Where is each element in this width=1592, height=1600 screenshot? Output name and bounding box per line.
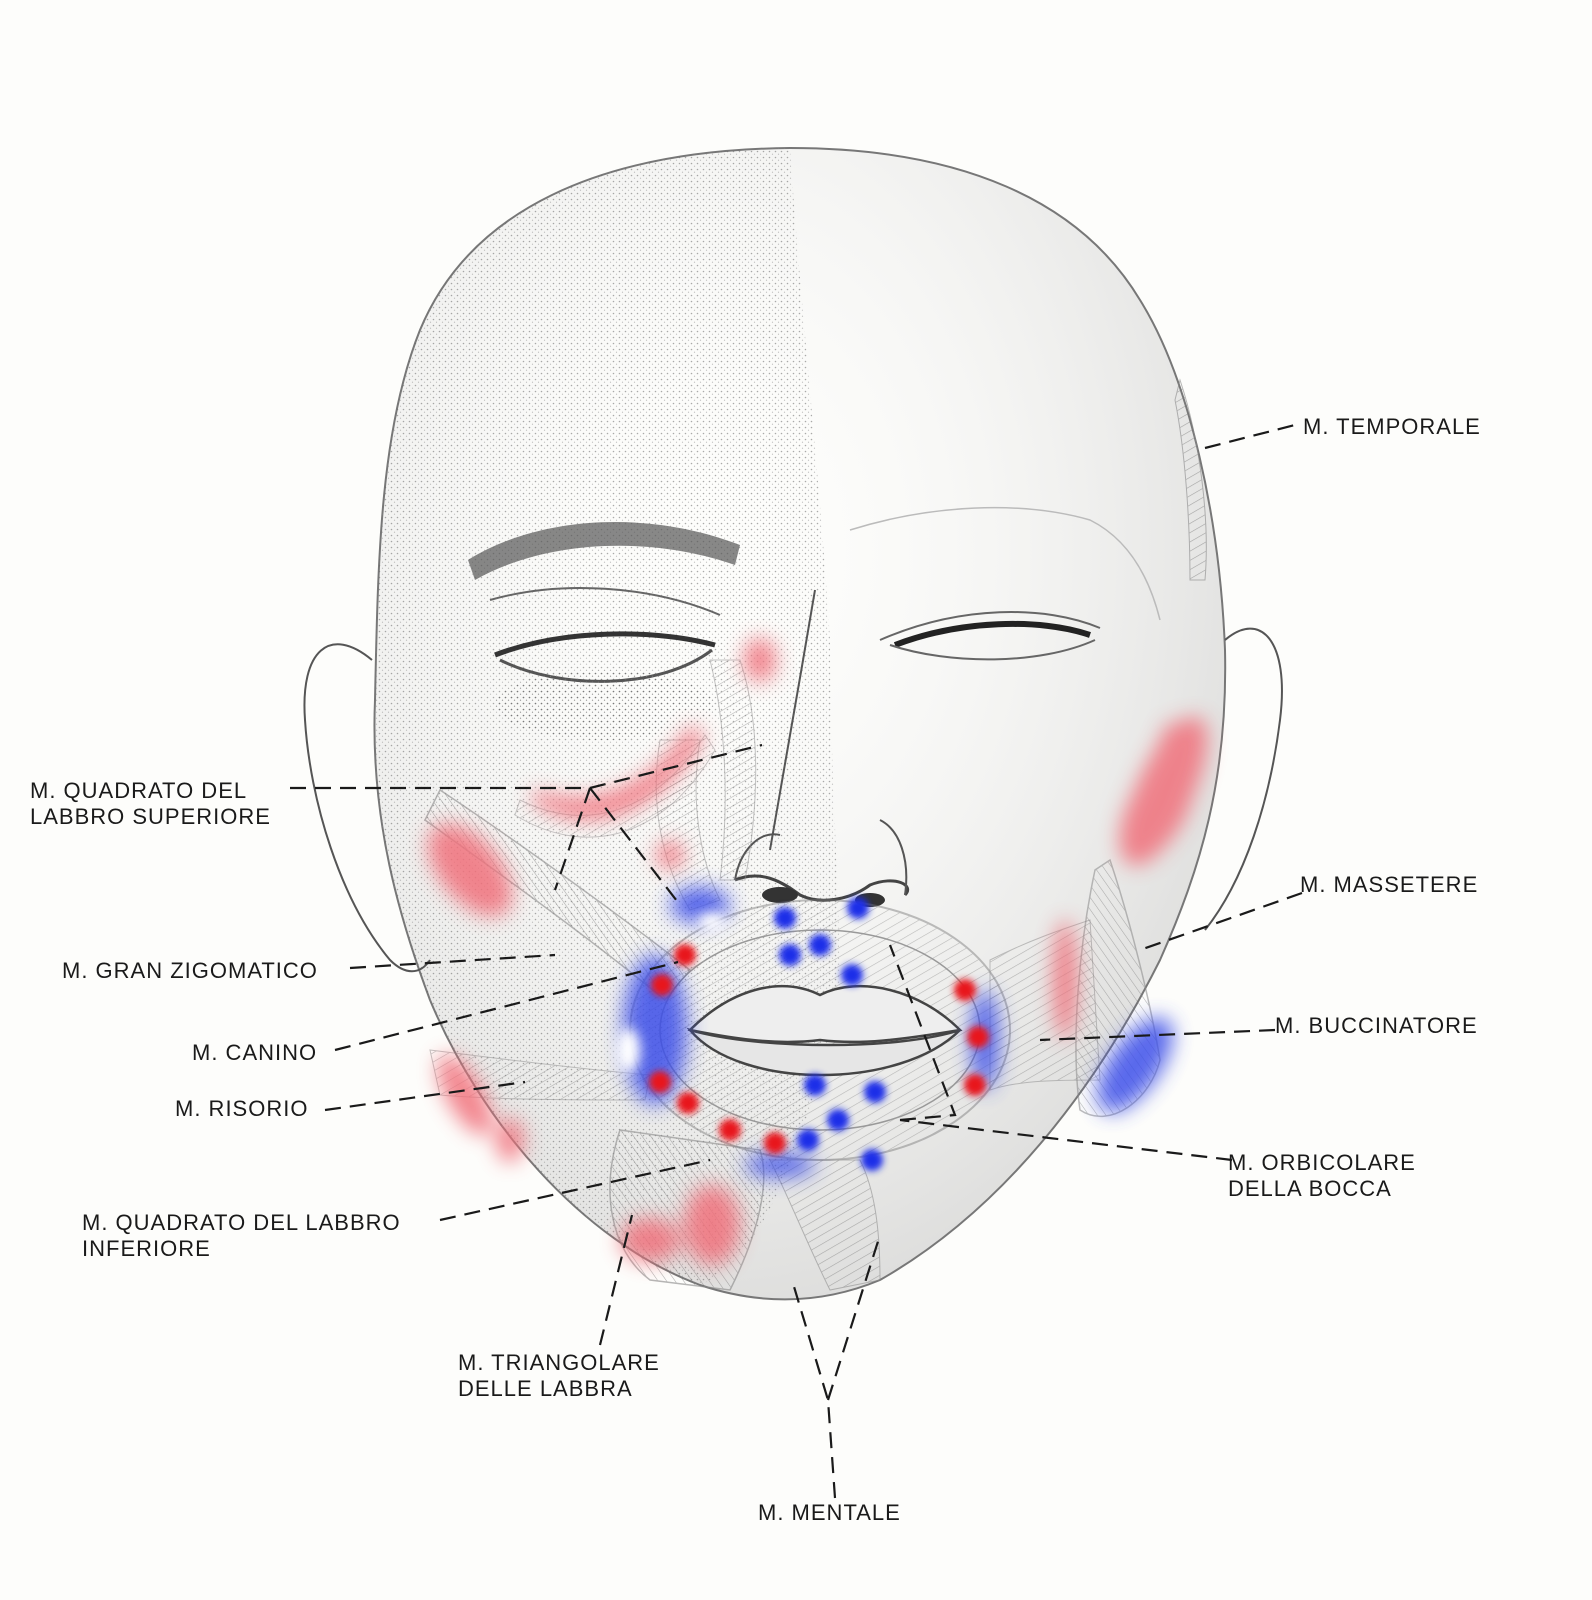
red-point <box>651 974 673 996</box>
red-point <box>964 1074 986 1096</box>
red-point <box>677 1092 699 1114</box>
blue-points <box>774 897 886 1171</box>
blue-point <box>779 944 801 966</box>
label-buccinatore: M. BUCCINATORE <box>1275 1013 1478 1038</box>
highlights <box>616 913 726 1072</box>
lips <box>686 984 963 1077</box>
right-eye <box>849 506 1161 661</box>
label-triangolare-labbra: M. TRIANGOLARE DELLE LABBRA <box>458 1350 660 1401</box>
red-point <box>967 1026 989 1048</box>
blue-point <box>827 1109 849 1131</box>
red-point <box>954 979 976 1001</box>
red-point <box>674 944 696 966</box>
label-canino: M. CANINO <box>192 1040 318 1065</box>
nose <box>734 589 909 907</box>
label-mentale: M. MENTALE <box>758 1500 901 1525</box>
label-quadrato-labbro-inferiore: M. QUADRATO DEL LABBRO INFERIORE <box>82 1210 401 1261</box>
red-point <box>764 1132 786 1154</box>
red-point <box>719 1119 741 1141</box>
blue-point <box>864 1081 886 1103</box>
red-points <box>649 944 989 1154</box>
blue-point <box>804 1074 826 1096</box>
label-gran-zigomatico: M. GRAN ZIGOMATICO <box>62 958 318 983</box>
blue-point <box>841 964 863 986</box>
label-quadrato-labbro-superiore: M. QUADRATO DEL LABBRO SUPERIORE <box>30 778 271 829</box>
blue-point <box>861 1149 883 1171</box>
left-eye <box>468 522 740 740</box>
red-zones <box>427 638 1208 1265</box>
label-temporale: M. TEMPORALE <box>1303 414 1481 439</box>
ears <box>303 627 1283 973</box>
blue-point <box>797 1129 819 1151</box>
blue-point <box>809 934 831 956</box>
red-point <box>649 1071 671 1093</box>
label-orbicolare-bocca: M. ORBICOLARE DELLA BOCCA <box>1228 1150 1416 1201</box>
label-risorio: M. RISORIO <box>175 1096 309 1121</box>
blue-point <box>847 897 869 919</box>
label-massetere: M. MASSETERE <box>1300 872 1479 897</box>
blue-point <box>774 907 796 929</box>
leader-lines <box>290 423 1303 1499</box>
